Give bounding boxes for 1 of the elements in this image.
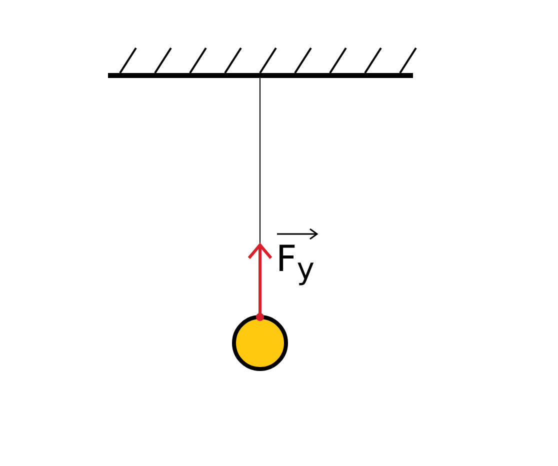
force-label: F$_{y}$ bbox=[276, 242, 314, 286]
